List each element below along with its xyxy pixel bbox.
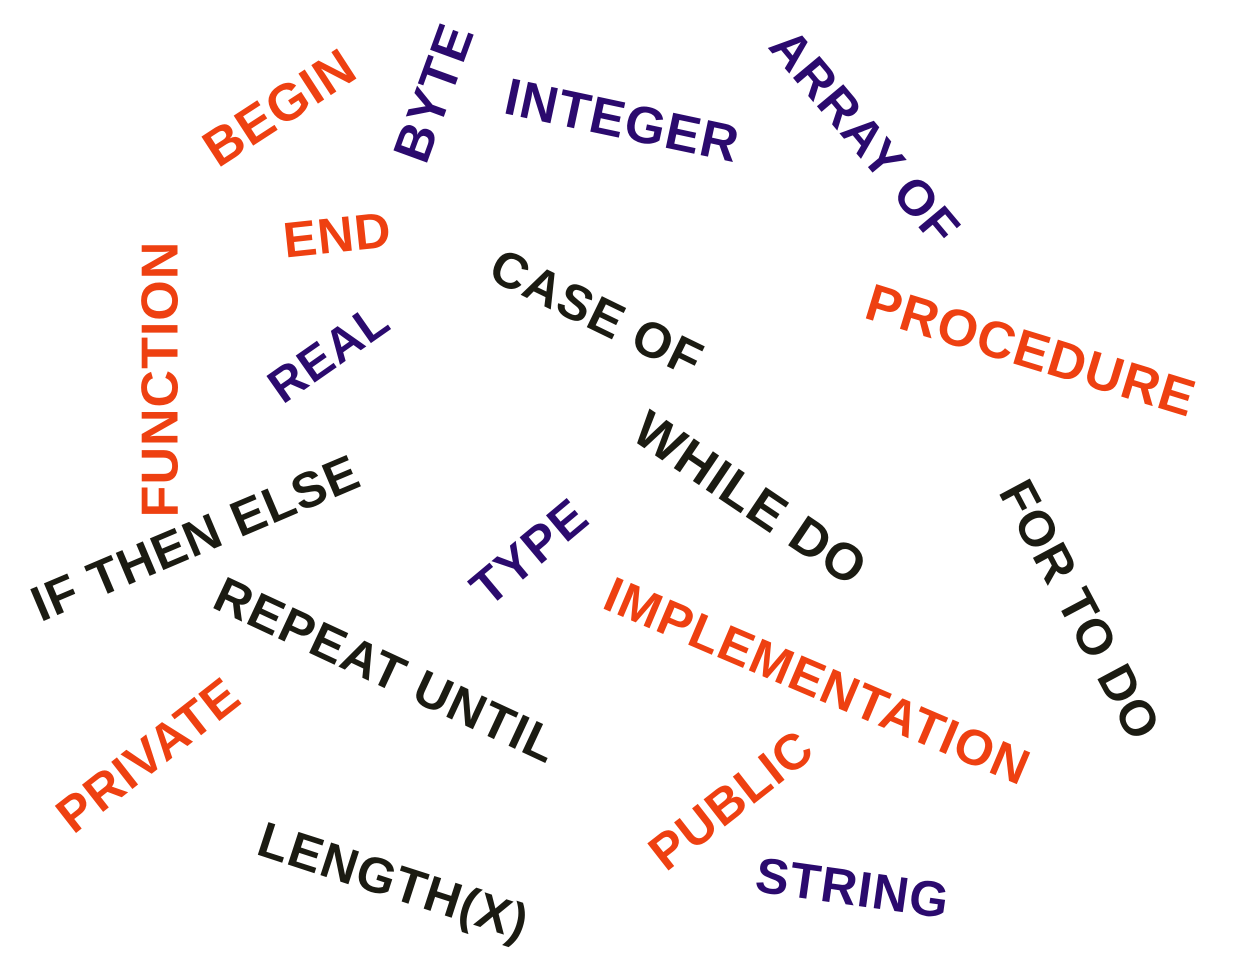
word-case-of: CASE OF [481, 237, 712, 389]
word-length: LENGTH(X) [251, 810, 536, 952]
word-integer: INTEGER [499, 67, 745, 175]
word-real: REAL [258, 293, 400, 414]
word-while-do: WHILE DO [622, 400, 878, 598]
word-procedure: PROCEDURE [858, 273, 1203, 429]
word-array-of: ARRAY OF [758, 18, 971, 256]
word-begin: BEGIN [192, 37, 367, 179]
word-private: PRIVATE [45, 666, 251, 844]
word-string: STRING [752, 846, 953, 930]
word-for-to-do: FOR TO DO [988, 470, 1172, 750]
word-byte: BYTE [382, 16, 486, 170]
word-if-then-else: IF THEN ELSE [23, 443, 368, 633]
word-end: END [280, 201, 395, 269]
word-type: TYPE [459, 487, 599, 617]
word-function: FUNCTION [131, 240, 190, 518]
